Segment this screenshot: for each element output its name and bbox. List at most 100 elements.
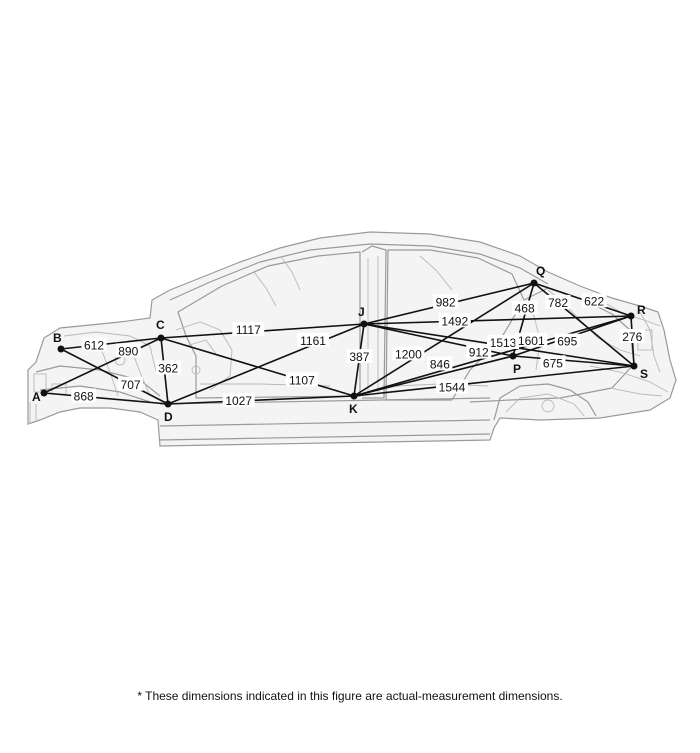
measurement-line-j-r: [363, 315, 632, 325]
dimension-label-background: [81, 337, 107, 352]
dimension-label-d-k: 1027: [222, 392, 255, 408]
dimension-value: 890: [118, 344, 138, 358]
point-label-p: P: [513, 362, 521, 376]
dimension-label-j-p: 912: [466, 344, 492, 360]
dimension-label-d-j: 1161: [297, 332, 330, 348]
dimension-label-background: [436, 379, 468, 394]
measurement-point-s: [630, 362, 638, 370]
measurement-point-p: [509, 352, 517, 360]
measurement-point-k: [350, 392, 358, 400]
dimension-label-background: [466, 344, 492, 359]
dimension-value: 1513: [490, 336, 517, 350]
measurement-point-d: [164, 400, 172, 408]
point-label-r: R: [637, 303, 646, 317]
point-label-d: D: [164, 410, 173, 424]
point-label-b: B: [53, 331, 62, 345]
dimension-label-background: [222, 392, 255, 407]
dimension-label-background: [71, 388, 97, 403]
dimension-label-q-s: 782: [545, 294, 571, 310]
dimension-label-c-k: 1107: [285, 372, 318, 387]
footnote: * These dimensions indicated in this fig…: [137, 689, 563, 703]
measurement-point-j: [360, 320, 368, 328]
dimension-label-background: [392, 346, 425, 361]
dimension-value: 362: [158, 361, 178, 375]
dimension-label-j-r: 1492: [438, 313, 471, 328]
car-body-outline: [27, 231, 677, 447]
dimension-label-j-s: 1513: [487, 335, 519, 350]
dimension-value: 675: [543, 356, 563, 370]
dimension-value: 612: [84, 338, 104, 352]
dimension-value: 1544: [439, 381, 466, 395]
dimension-label-background: [581, 293, 607, 308]
dimension-label-background: [540, 355, 566, 370]
dimension-value: 1161: [300, 334, 326, 348]
dimension-label-k-s: 1544: [436, 379, 468, 395]
dimension-label-p-s: 675: [540, 355, 566, 370]
dimension-label-k-r: 1601: [515, 332, 548, 348]
dimension-label-p-r: 695: [554, 333, 580, 349]
dimension-value: 1200: [395, 347, 422, 361]
dimension-label-background: [115, 343, 141, 358]
point-label-j: J: [358, 305, 365, 319]
point-label-s: S: [640, 367, 648, 381]
dimension-value: 1107: [289, 373, 315, 387]
dimension-label-b-c: 612: [81, 337, 107, 352]
dimension-label-q-r: 622: [581, 293, 607, 308]
dimension-label-background: [118, 376, 144, 391]
measurement-point-c: [157, 334, 165, 342]
measurement-line-k-s: [353, 365, 635, 397]
dimension-label-background: [285, 372, 318, 387]
dimension-label-k-p: 846: [427, 356, 453, 371]
measurement-point-q: [530, 279, 538, 287]
dimension-label-a-d: 868: [71, 388, 97, 404]
measurement-point-r: [627, 312, 635, 320]
dimension-label-background: [512, 300, 538, 315]
dimension-value: 622: [584, 294, 604, 308]
dimension-label-background: [433, 294, 459, 309]
point-label-q: Q: [536, 264, 545, 278]
dimension-label-q-p: 468: [512, 300, 538, 316]
dimension-label-background: [438, 313, 471, 328]
dimension-label-background: [346, 349, 372, 364]
measurement-point-b: [57, 345, 65, 353]
dimension-value: 846: [430, 357, 450, 371]
dimension-label-j-k: 387: [346, 349, 372, 364]
measurement-line-d-k: [167, 395, 355, 405]
dimension-value: 1027: [225, 394, 252, 408]
point-label-a: A: [32, 390, 41, 404]
dimension-labels: 868 612 890 707 362 1117 1107 1161 1027 387 982 149…: [71, 293, 645, 408]
dimension-value: 468: [515, 302, 535, 316]
measurement-line-p-s: [512, 355, 635, 367]
measurement-line-k-q: [353, 282, 535, 397]
dimension-label-c-d: 362: [155, 360, 181, 375]
dimension-value: 276: [622, 330, 642, 344]
dimension-label-background: [545, 294, 571, 309]
dimension-label-background: [487, 335, 519, 349]
measurement-lines: [43, 282, 635, 405]
dimension-label-background: [619, 329, 645, 343]
measurement-line-k-p: [353, 355, 514, 397]
measurement-line-a-d: [43, 392, 169, 405]
dimension-label-j-q: 982: [433, 294, 459, 309]
measurement-line-d-j: [167, 323, 365, 405]
dimension-label-k-q: 1200: [392, 346, 425, 361]
dimension-label-c-j: 1117: [232, 321, 265, 337]
dimension-value: 1117: [236, 323, 261, 337]
point-label-c: C: [156, 318, 165, 332]
dimension-label-a-c: 890: [115, 343, 141, 358]
dimension-value: 782: [548, 296, 568, 310]
dimension-value: 1601: [518, 334, 545, 348]
measurement-point-a: [40, 389, 48, 397]
dimension-value: 868: [74, 390, 94, 404]
dimension-label-background: [515, 332, 548, 347]
dimension-value: 695: [557, 335, 577, 349]
dimension-label-b-d: 707: [118, 376, 144, 392]
measurement-line-b-d: [60, 348, 169, 405]
dimension-value: 387: [349, 350, 369, 364]
dimension-value: 707: [121, 378, 141, 392]
dimension-value: 1492: [441, 314, 468, 328]
dimension-label-background: [297, 332, 330, 347]
dimension-label-background: [232, 321, 265, 336]
